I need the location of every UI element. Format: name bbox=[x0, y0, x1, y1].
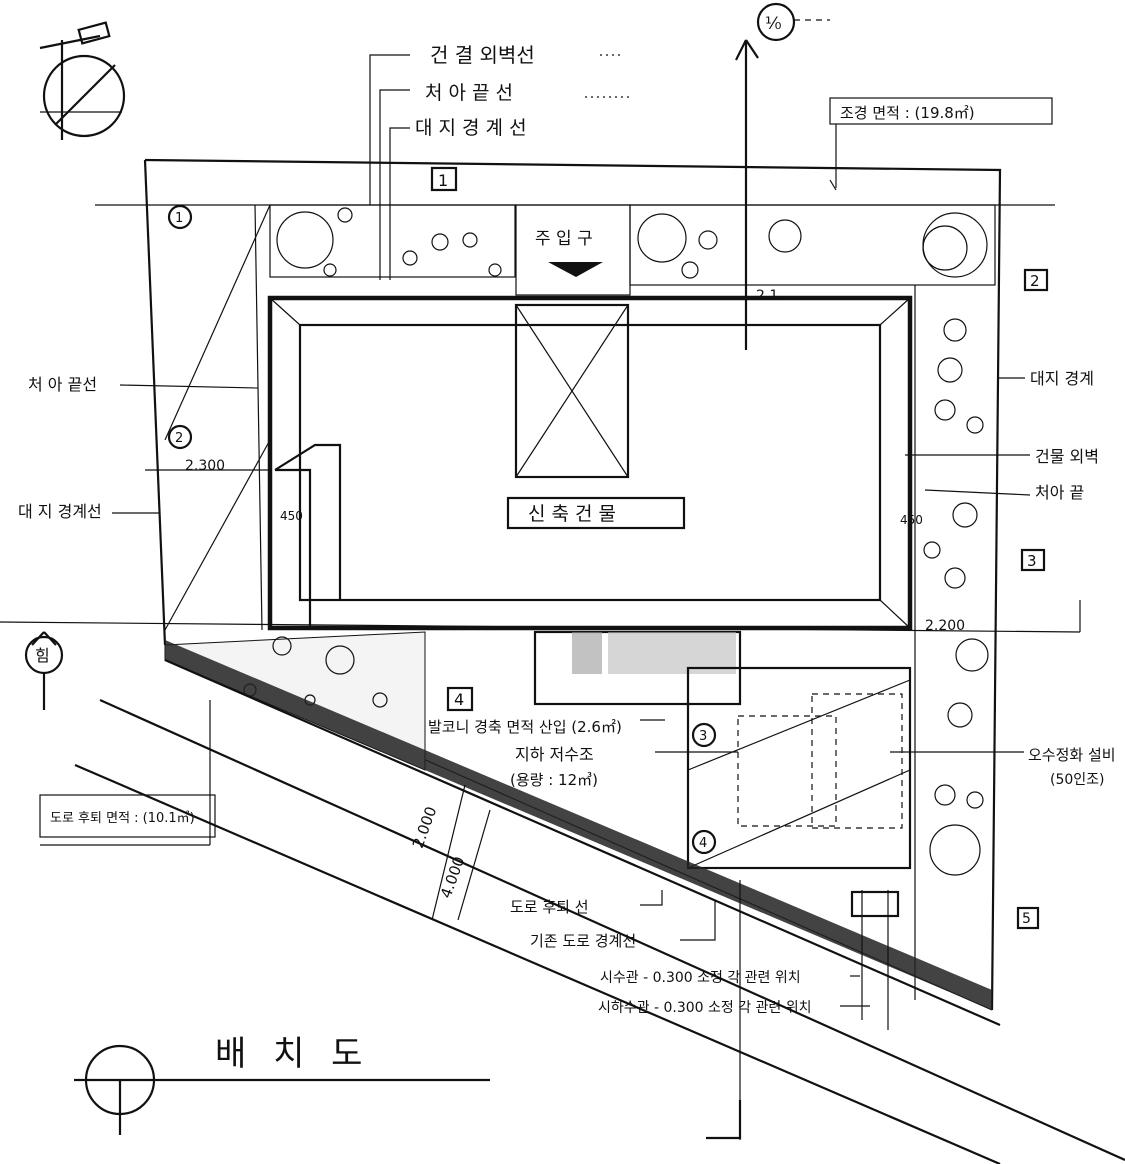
label-setback-line-left: 처 아 끝선 bbox=[28, 375, 97, 394]
label-sewer-pipe: 시하수관 - 0.300 소정 각 관련 위치 bbox=[598, 1000, 812, 1016]
leader-setback-left bbox=[119, 384, 259, 389]
leader-setback-right bbox=[924, 489, 1031, 496]
label-site-boundary-right: 대지 경계 bbox=[1030, 369, 1094, 388]
label-landscape-area-top: 조경 면적 : (19.8㎡) bbox=[840, 104, 975, 122]
title-block bbox=[74, 1044, 490, 1135]
svg-text:5: 5 bbox=[1022, 911, 1031, 927]
landscape-area-box-top bbox=[829, 97, 1053, 191]
leader-road-setback bbox=[640, 890, 663, 906]
compass-rose-icon bbox=[39, 21, 126, 140]
road-marker-icon: 힘 bbox=[24, 631, 64, 710]
label-setback-line-top: 처 아 끝 선 bbox=[425, 82, 513, 104]
dimension-left-offset: 2.300 bbox=[185, 458, 225, 474]
landscape-strip-right bbox=[914, 285, 989, 1000]
svg-text:2: 2 bbox=[1030, 272, 1040, 290]
dimension-line-road-a bbox=[431, 784, 466, 921]
svg-text:1: 1 bbox=[175, 211, 183, 226]
lower-annex bbox=[533, 630, 912, 870]
label-road-setback-line: 도로 후퇴 선 bbox=[510, 898, 589, 916]
road-lines bbox=[40, 698, 1125, 1164]
circled-number-2: 2 bbox=[167, 424, 193, 450]
label-road-setback-area: 도로 후퇴 면적 : (10.1㎡) bbox=[50, 811, 195, 826]
callout-box-1: 1 bbox=[430, 166, 458, 192]
north-marker-text: ¹⁄₀ bbox=[765, 14, 782, 34]
svg-text:3: 3 bbox=[1027, 552, 1037, 570]
label-septic-tank: 오수정화 설비 bbox=[1028, 746, 1116, 764]
label-basement-storage: 지하 저수조 bbox=[515, 745, 594, 764]
dimension-small-b: 450 bbox=[900, 513, 923, 527]
callout-box-2: 2 bbox=[1023, 268, 1049, 292]
leader-lines-top bbox=[369, 54, 630, 280]
left-setback-zone bbox=[0, 204, 1081, 633]
label-building-outer-wall: 건 결 외벽선 bbox=[430, 43, 535, 67]
label-site-boundary-top: 대 지 경 계 선 bbox=[415, 117, 527, 139]
building-outline bbox=[267, 295, 913, 631]
drawing-title: 배 치 도 bbox=[215, 1034, 370, 1074]
label-road-boundary: 기존 도로 경계선 bbox=[530, 932, 636, 950]
svg-text:4: 4 bbox=[699, 836, 707, 851]
svg-text:4: 4 bbox=[454, 690, 464, 709]
dimension-small-a: 450 bbox=[280, 509, 303, 523]
label-balcony-area: 발코니 경축 면적 산입 (2.6㎡) bbox=[428, 718, 622, 736]
label-existing-building: 신 축 건 물 bbox=[528, 503, 616, 525]
label-setback-right: 처아 끝 bbox=[1035, 483, 1084, 502]
label-entrance: 주 입 구 bbox=[535, 229, 593, 249]
landscape-strip-top bbox=[269, 204, 996, 286]
svg-text:1: 1 bbox=[438, 171, 448, 190]
label-basement-capacity: (용량 : 12㎥) bbox=[510, 771, 598, 789]
septic-manhole bbox=[850, 890, 900, 918]
dimension-top: 2.1 bbox=[756, 288, 778, 304]
leader-road-boundary bbox=[680, 900, 716, 941]
circled-number-4: 4 bbox=[691, 829, 717, 855]
dimension-line-road-b bbox=[457, 809, 491, 921]
callout-box-3: 3 bbox=[1020, 548, 1046, 572]
dimension-road-width-a: 2.000 bbox=[409, 804, 441, 851]
existing-building-box bbox=[506, 496, 686, 530]
svg-text:2: 2 bbox=[175, 431, 183, 446]
label-building-wall-right: 건물 외벽 bbox=[1035, 447, 1099, 466]
svg-text:힘: 힘 bbox=[35, 646, 50, 665]
callout-box-4: 4 bbox=[446, 686, 474, 712]
dimension-right-offset: 2.200 bbox=[925, 618, 965, 634]
label-water-pipe: 시수관 - 0.300 소정 각 관련 위치 bbox=[600, 970, 801, 986]
section-mark bbox=[706, 1100, 742, 1140]
dimension-road-width-b: 4.000 bbox=[437, 854, 469, 901]
callout-box-5: 5 bbox=[1016, 906, 1040, 930]
stair-core bbox=[514, 204, 631, 479]
label-septic-capacity: (50인조) bbox=[1050, 772, 1105, 788]
circled-number-1: 1 bbox=[167, 204, 193, 230]
label-site-boundary-left: 대 지 경계선 bbox=[18, 502, 102, 521]
landscape-area-box-bottom bbox=[39, 794, 216, 838]
svg-text:3: 3 bbox=[699, 729, 707, 744]
circled-number-3: 3 bbox=[691, 722, 717, 748]
road-setback-band bbox=[164, 640, 1001, 1027]
